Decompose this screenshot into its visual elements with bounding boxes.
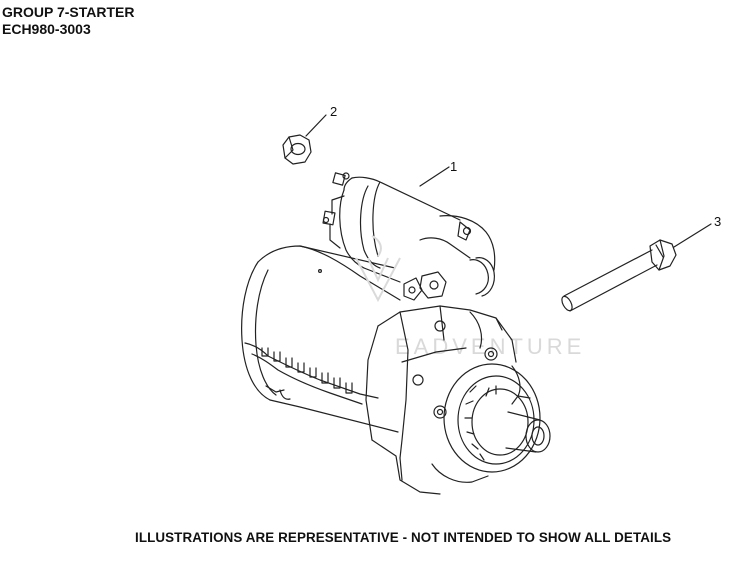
callout-1: 1 <box>450 159 457 174</box>
part-bolt[interactable] <box>560 239 677 312</box>
leader-line-3 <box>673 223 712 248</box>
page-header: GROUP 7-STARTER ECH980-3003 <box>2 4 135 38</box>
callout-2: 2 <box>330 104 337 119</box>
part-starter-motor[interactable] <box>241 172 551 495</box>
leader-line-2 <box>305 114 327 137</box>
watermark-logo <box>355 235 401 303</box>
callout-3: 3 <box>714 214 721 229</box>
part-nut[interactable] <box>282 134 312 165</box>
group-title: GROUP 7-STARTER <box>2 4 135 20</box>
model-code: ECH980-3003 <box>2 21 91 37</box>
leader-line-1 <box>419 166 450 187</box>
disclaimer-text: ILLUSTRATIONS ARE REPRESENTATIVE - NOT I… <box>135 530 672 545</box>
